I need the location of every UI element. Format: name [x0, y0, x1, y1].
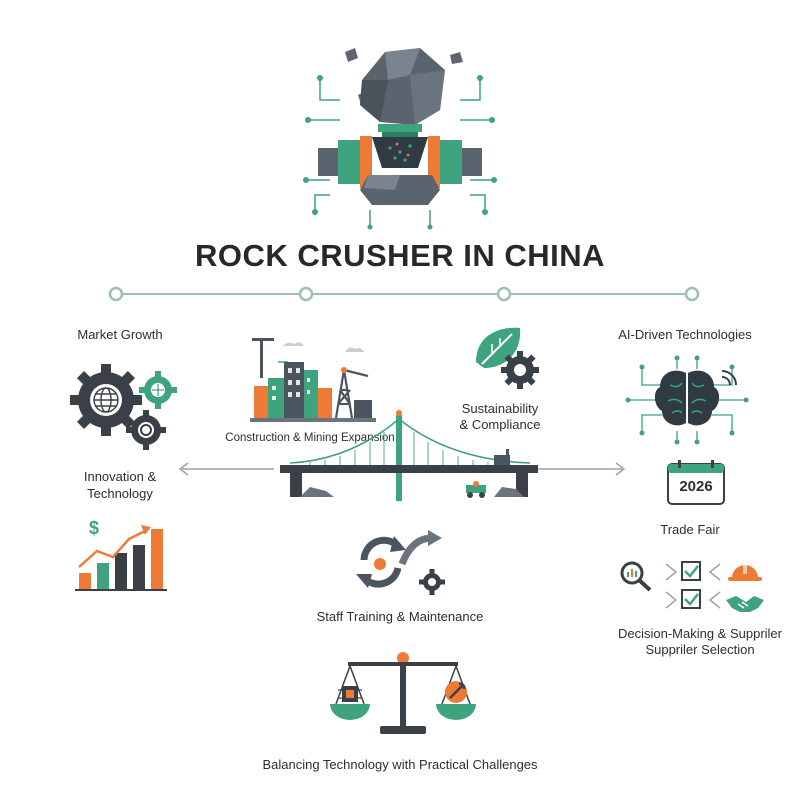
calendar-year: 2026 — [679, 478, 713, 495]
gear-globe-icon — [70, 364, 177, 450]
balance-scale-icon — [330, 652, 476, 734]
timeline — [108, 286, 700, 302]
city-mining-icon — [250, 338, 376, 422]
label-balancing: Balancing Technology with Practical Chal… — [262, 757, 538, 772]
rock-crusher-icon — [303, 48, 497, 230]
left-arrow — [178, 462, 274, 476]
label-market-growth: Market Growth — [77, 327, 163, 342]
label-staff-training: Staff Training & Maintenance — [316, 609, 484, 624]
label-trade-fair: Trade Fair — [660, 522, 720, 537]
label-construction-mining: Construction & Mining Expansion — [225, 432, 395, 444]
timeline-node — [108, 286, 124, 302]
right-arrow — [538, 462, 626, 476]
label-sustainability-1: Sustainability — [461, 401, 539, 416]
label-innovation-2: Technology — [87, 486, 153, 501]
magnifier-icon — [620, 561, 652, 592]
timeline-node — [496, 286, 512, 302]
leaf-gear-icon — [476, 327, 539, 389]
handshake-icon — [726, 596, 764, 612]
label-ai-driven: AI-Driven Technologies — [618, 327, 752, 342]
timeline-node — [684, 286, 700, 302]
label-innovation-1: Innovation & — [83, 469, 157, 484]
dollar-icon: $ — [89, 518, 100, 538]
label-sustainability-2: & Compliance — [459, 417, 541, 432]
growth-bar-chart-icon — [75, 525, 167, 591]
page-title: ROCK CRUSHER IN CHINA — [194, 238, 606, 273]
hardhat-icon — [728, 564, 762, 581]
label-decision-1: Decision-Making & Suppriler — [617, 626, 782, 641]
label-decision-2: Suppriler Selection — [645, 642, 755, 657]
ai-brain-icon — [625, 355, 749, 445]
timeline-node — [298, 286, 314, 302]
checklist-icon — [665, 561, 721, 609]
calendar-icon — [667, 460, 725, 505]
process-cycle-icon — [356, 530, 445, 595]
bridge-icon — [280, 410, 538, 501]
